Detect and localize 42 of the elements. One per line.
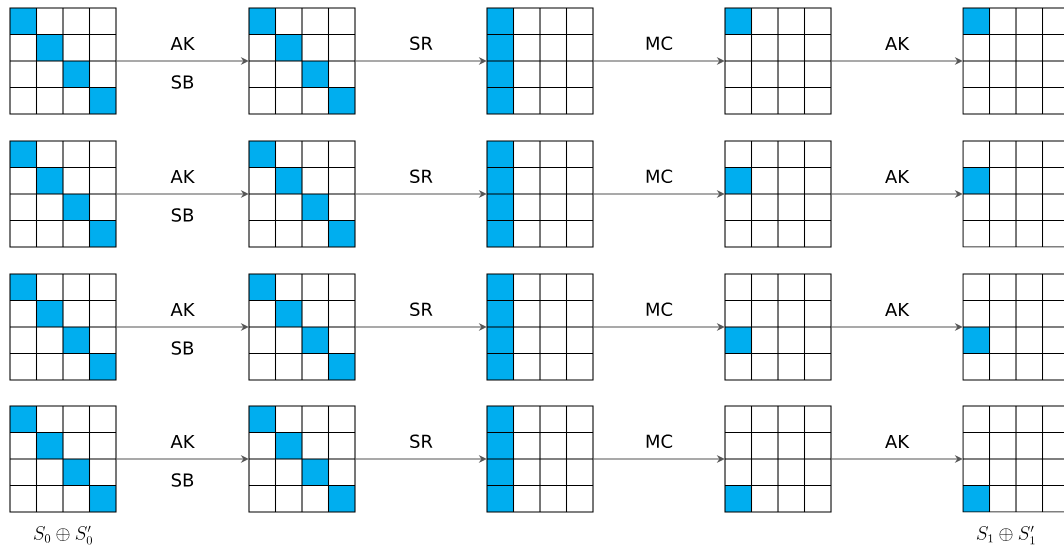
operation-label: SB xyxy=(171,75,194,89)
grid xyxy=(724,405,832,513)
formula-label: $S_0 \oplus S_0'$ xyxy=(33,525,92,545)
grid xyxy=(9,273,117,381)
grid xyxy=(962,405,1064,513)
edge-label: AK xyxy=(170,434,195,449)
edge-label: AK xyxy=(170,36,195,51)
grid xyxy=(248,140,356,248)
grid xyxy=(724,273,832,381)
grid xyxy=(724,7,832,115)
edge-label: SR xyxy=(410,434,433,449)
grid xyxy=(962,273,1064,381)
edge-label: AK xyxy=(170,169,195,184)
grid xyxy=(9,405,117,513)
formula-label: $S_1 \oplus S_1'$ xyxy=(976,525,1035,545)
grid xyxy=(248,7,356,115)
operation-label: SB xyxy=(171,341,194,355)
edge-label: AK xyxy=(170,302,195,317)
grid xyxy=(486,273,594,381)
grid xyxy=(248,273,356,381)
edge-label: MC xyxy=(646,302,673,317)
edge-label: MC xyxy=(646,169,673,184)
edge-label: SR xyxy=(410,36,433,51)
edge-label: AK xyxy=(885,302,910,317)
grid xyxy=(962,140,1064,248)
edge-label: MC xyxy=(646,434,673,449)
operation-label: SB xyxy=(171,473,194,487)
grid xyxy=(486,140,594,248)
edge-label: MC xyxy=(646,36,673,51)
edge-label: AK xyxy=(885,434,910,449)
grid xyxy=(486,405,594,513)
edge-label: SR xyxy=(410,302,433,317)
operation-label: SB xyxy=(171,208,194,222)
grid xyxy=(962,7,1064,115)
edge-label: SR xyxy=(410,169,433,184)
edge-label: AK xyxy=(885,169,910,184)
grid xyxy=(9,140,117,248)
edge-label: AK xyxy=(885,36,910,51)
grid xyxy=(248,405,356,513)
grid xyxy=(9,7,117,115)
grid xyxy=(486,7,594,115)
grid xyxy=(724,140,832,248)
